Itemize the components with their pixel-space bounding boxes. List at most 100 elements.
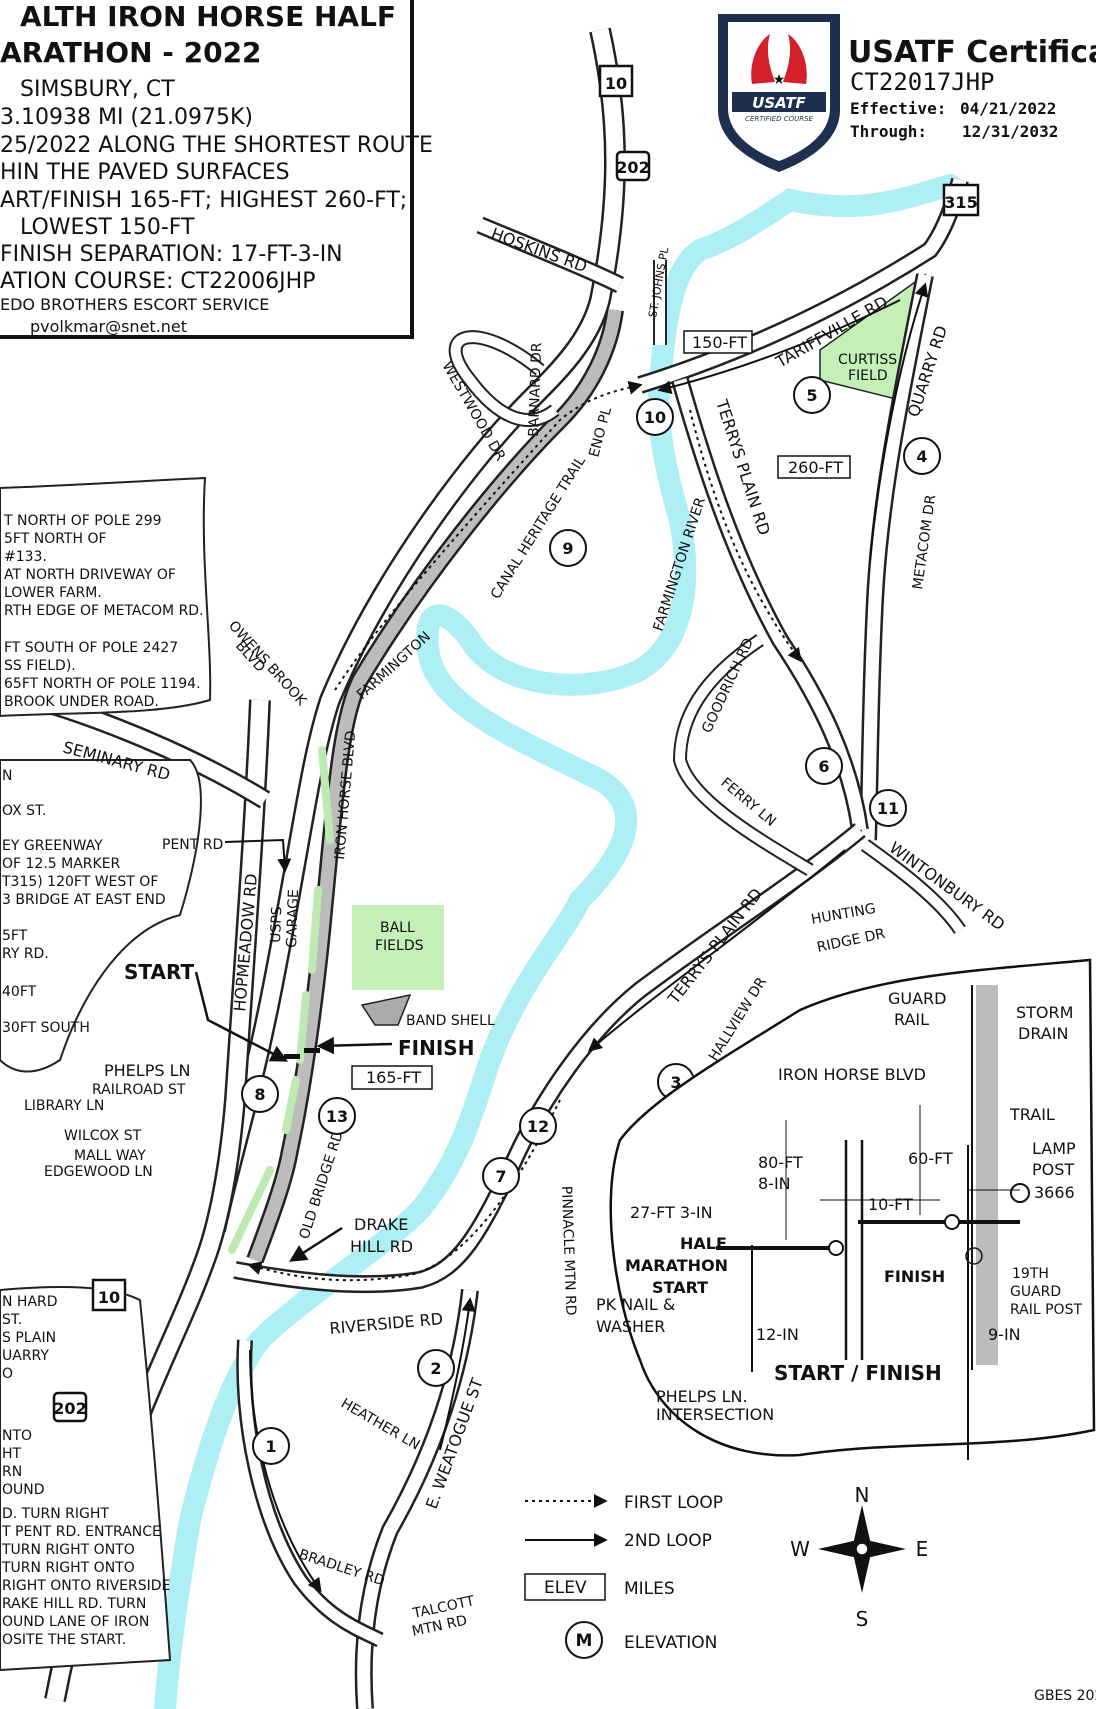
notes-bottom-14: RAKE HILL RD. TURN	[2, 1596, 146, 1612]
header-line8: LOWEST 150-FT	[20, 215, 195, 240]
legend-first-loop: FIRST LOOP	[624, 1493, 723, 1513]
inset-iron-horse-label: IRON HORSE BLVD	[778, 1065, 926, 1084]
label-heather-ln: HEATHER LN	[338, 1396, 422, 1454]
notes-top-2: #133.	[4, 549, 47, 565]
notes-mid-7: RY RD.	[2, 946, 49, 962]
certificate-through-date: 12/31/2032	[962, 122, 1058, 141]
notes-mid-2: EY GREENWAY	[2, 838, 103, 854]
header-line2: ARATHON - 2022	[0, 36, 262, 69]
label-library-ln: LIBRARY LN	[24, 1098, 104, 1114]
label-phelps-ln: PHELPS LN	[104, 1061, 190, 1080]
legend-elevation-label: ELEVATION	[624, 1633, 717, 1653]
header-line5: 25/2022 ALONG THE SHORTEST ROUTE	[0, 133, 433, 158]
elevation-260ft: 260-FT	[777, 455, 851, 479]
finish-pointer	[316, 1036, 393, 1055]
compass-n: N	[855, 1483, 870, 1507]
inset-half-label: HALF	[680, 1234, 727, 1253]
notes-top-8: 65FT NORTH OF POLE 1194.	[4, 676, 201, 692]
start-pointer	[194, 971, 289, 1062]
mile-marker-7: 7	[482, 1157, 520, 1195]
label-band-shell: BAND SHELL	[406, 1013, 495, 1029]
inset-marathon-label: MARATHON	[625, 1256, 728, 1275]
notes-mid-0: N	[2, 768, 12, 784]
notes-top-6: FT SOUTH OF POLE 2427	[4, 640, 178, 656]
header-line7: ART/FINISH 165-FT; HIGHEST 260-FT;	[0, 188, 407, 213]
inset-start-finish-title: START / FINISH	[774, 1361, 942, 1385]
inset-pk-nail-label: PK NAIL &	[596, 1295, 675, 1314]
inset-guard19-label: GUARD	[1010, 1284, 1061, 1300]
notes-bottom-7: RN	[2, 1464, 22, 1480]
elevation-150ft-label: 150-FT	[692, 333, 747, 352]
legend-elev-box-label: ELEV	[544, 1578, 587, 1598]
notes-bottom-2: S PLAIN	[2, 1330, 56, 1346]
notes-top-4: LOWER FARM.	[4, 585, 102, 601]
label-hunting: HUNTING	[810, 901, 877, 928]
mile-marker-2-label: 2	[430, 1359, 441, 1378]
map-legend: FIRST LOOP 2ND LOOP ELEV MILES M ELEVATI…	[524, 1493, 723, 1659]
usatf-certificate: ★ USATF CERTIFIED COURSE USATF Certifica…	[718, 14, 1096, 172]
notes-mid-3: OF 12.5 MARKER	[2, 856, 121, 872]
notes-top-0: T NORTH OF POLE 299	[3, 513, 162, 529]
notes-mid-5: 3 BRIDGE AT EAST END	[2, 892, 166, 908]
notes-top-3: AT NORTH DRIVEWAY OF	[4, 567, 176, 583]
compass-s: S	[856, 1607, 869, 1631]
drake-hill-pointer	[289, 1226, 343, 1262]
inset-lamp-number: 3666	[1034, 1183, 1075, 1202]
inset-phelps-label: PHELPS LN.	[656, 1387, 748, 1406]
certificate-title: USATF Certificate	[848, 35, 1096, 70]
elevation-165ft-label: 165-FT	[366, 1068, 421, 1087]
mile-notes-bubble: T NORTH OF POLE 299 5FT NORTH OF #133. A…	[0, 476, 212, 1672]
mile-marker-9-label: 9	[562, 539, 573, 558]
usatf-badge-subtext: CERTIFIED COURSE	[745, 115, 813, 123]
inset-12in: 12-IN	[756, 1325, 799, 1344]
route-shield-315: 315	[942, 183, 980, 217]
header-line3: SIMSBURY, CT	[20, 77, 175, 102]
header-line11: EDO BROTHERS ESCORT SERVICE	[0, 295, 269, 314]
notes-bottom-6: HT	[2, 1446, 22, 1462]
inset-rail-label: RAIL	[894, 1010, 929, 1029]
notes-bottom-8: OUND	[2, 1482, 45, 1498]
course-info-box: ALTH IRON HORSE HALF ARATHON - 2022 SIMS…	[0, 0, 433, 339]
finish-nail-icon	[944, 1214, 960, 1230]
mile-marker-5-label: 5	[806, 386, 817, 405]
mile-marker-10-label: 10	[644, 408, 666, 427]
label-edgewood-ln: EDGEWOOD LN	[44, 1164, 153, 1180]
inset-9in: 9-IN	[988, 1325, 1021, 1344]
inset-start-label: START	[652, 1278, 708, 1297]
inset-10ft: 10-FT	[868, 1195, 913, 1214]
inset-intersection-label: INTERSECTION	[656, 1405, 774, 1424]
inset-60ft: 60-FT	[908, 1149, 953, 1168]
inset-8in: 8-IN	[758, 1174, 791, 1193]
course-route	[247, 282, 929, 1593]
notes-top-1: 5FT NORTH OF	[4, 531, 107, 547]
notes-bottom-10: T PENT RD. ENTRANCE	[1, 1524, 161, 1540]
usatf-badge-text: USATF	[752, 94, 806, 112]
mile-marker-9: 9	[549, 529, 587, 567]
header-line1: ALTH IRON HORSE HALF	[20, 0, 396, 33]
mile-marker-13: 13	[318, 1097, 356, 1135]
notes-bottom-15: OUND LANE OF IRON	[2, 1614, 149, 1630]
cartographer-signature: GBES 2022	[1034, 1688, 1096, 1704]
inset-rail-post-label: RAIL POST	[1010, 1302, 1082, 1318]
certificate-effective-date: 04/21/2022	[960, 99, 1056, 118]
notes-mid-1: OX ST.	[2, 803, 46, 819]
label-ball-fields: FIELDS	[375, 938, 424, 954]
route-shield-202-south: 202	[52, 1391, 88, 1423]
route-shield-10-north: 10	[598, 64, 634, 98]
mile-marker-6: 6	[805, 747, 843, 785]
label-pinnacle-mtn-rd: PINNACLE MTN RD	[558, 1186, 579, 1316]
certificate-effective-label: Effective:	[850, 99, 946, 118]
mile-marker-4: 4	[903, 437, 941, 475]
label-ridge-dr: RIDGE DR	[816, 926, 887, 956]
certificate-code: CT22017JHP	[850, 68, 995, 96]
inset-washer-label: WASHER	[596, 1317, 665, 1336]
inset-guard-label: GUARD	[888, 989, 947, 1008]
start-marker	[284, 1054, 300, 1059]
notes-bottom-0: N HARD	[2, 1294, 58, 1310]
ball-fields-area	[352, 905, 444, 990]
label-hoskins-rd: HOSKINS RD	[489, 224, 590, 276]
route-shield-10-south-label: 10	[98, 1288, 120, 1307]
label-metacom-dr: METACOM DR	[910, 493, 939, 590]
mile-marker-12: 12	[519, 1107, 557, 1145]
